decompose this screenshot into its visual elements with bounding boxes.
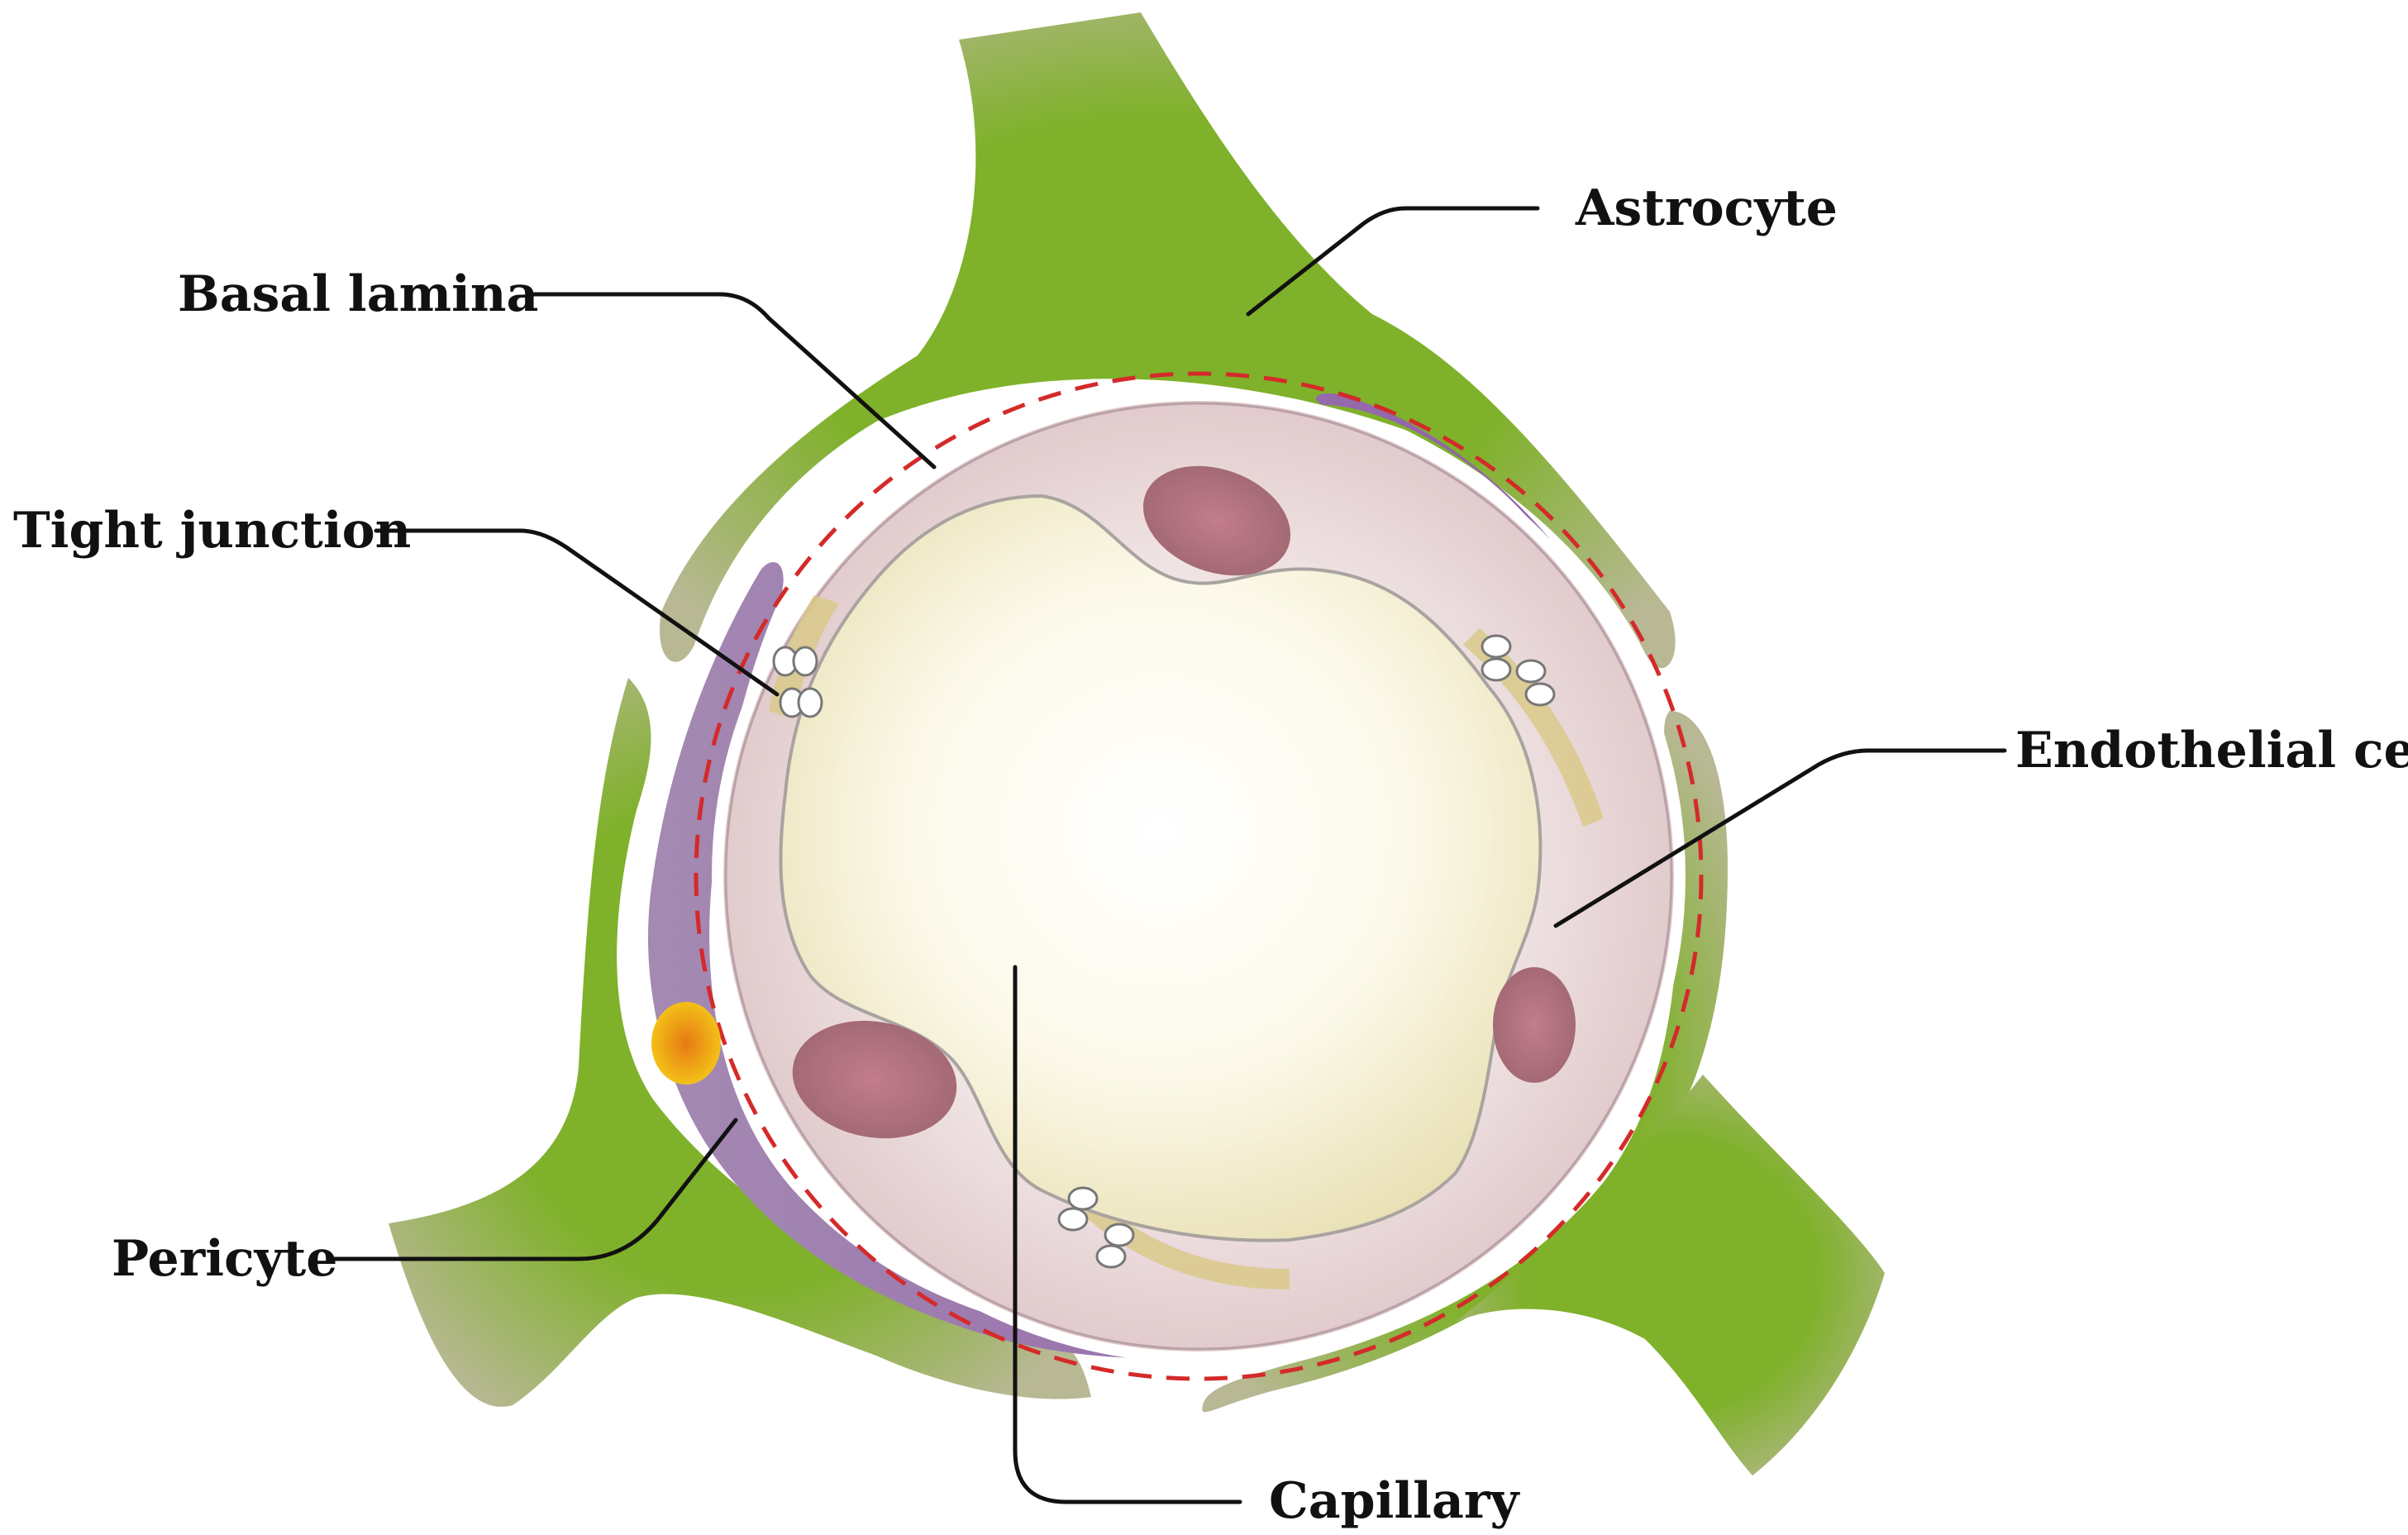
pericyte-label: Pericyte [112, 1230, 337, 1288]
endothelial-nucleus-left [792, 1020, 957, 1139]
basal-lamina-leader [525, 292, 937, 470]
tight-junction-leader [374, 528, 780, 697]
pericyte-nucleus [651, 1002, 721, 1085]
junction-band-bottom [1083, 1203, 1290, 1289]
astrocyte-left-process [389, 678, 1091, 1407]
capillary-lumen [779, 493, 1543, 1242]
endothelial-cell-label: Endothelial cell [2015, 722, 2408, 779]
tight-junction-label: Tight junction [13, 502, 411, 560]
tight-junction-left [772, 646, 823, 718]
endothelial-cell-leader [1553, 748, 2007, 928]
astrocyte-leader [1246, 206, 1540, 317]
tight-junction-right [1481, 634, 1556, 707]
tight-junction-bottom [1057, 1186, 1135, 1269]
endothelial-nucleus-right [1493, 967, 1576, 1083]
basal-lamina-label: Basal lamina [178, 265, 538, 323]
endothelial-ring-outline [724, 402, 1673, 1351]
pericyte-leader [328, 1118, 738, 1261]
endothelial-nucleus-top [1142, 465, 1291, 576]
capillary-leader [1013, 965, 1242, 1504]
astrocyte-body [660, 12, 1676, 669]
capillary-label: Capillary [1269, 1472, 1520, 1530]
basal-lamina-line [694, 371, 1704, 1381]
astrocyte-label: Astrocyte [1575, 179, 1838, 237]
astrocyte-lower-right-process [1455, 1075, 1885, 1475]
